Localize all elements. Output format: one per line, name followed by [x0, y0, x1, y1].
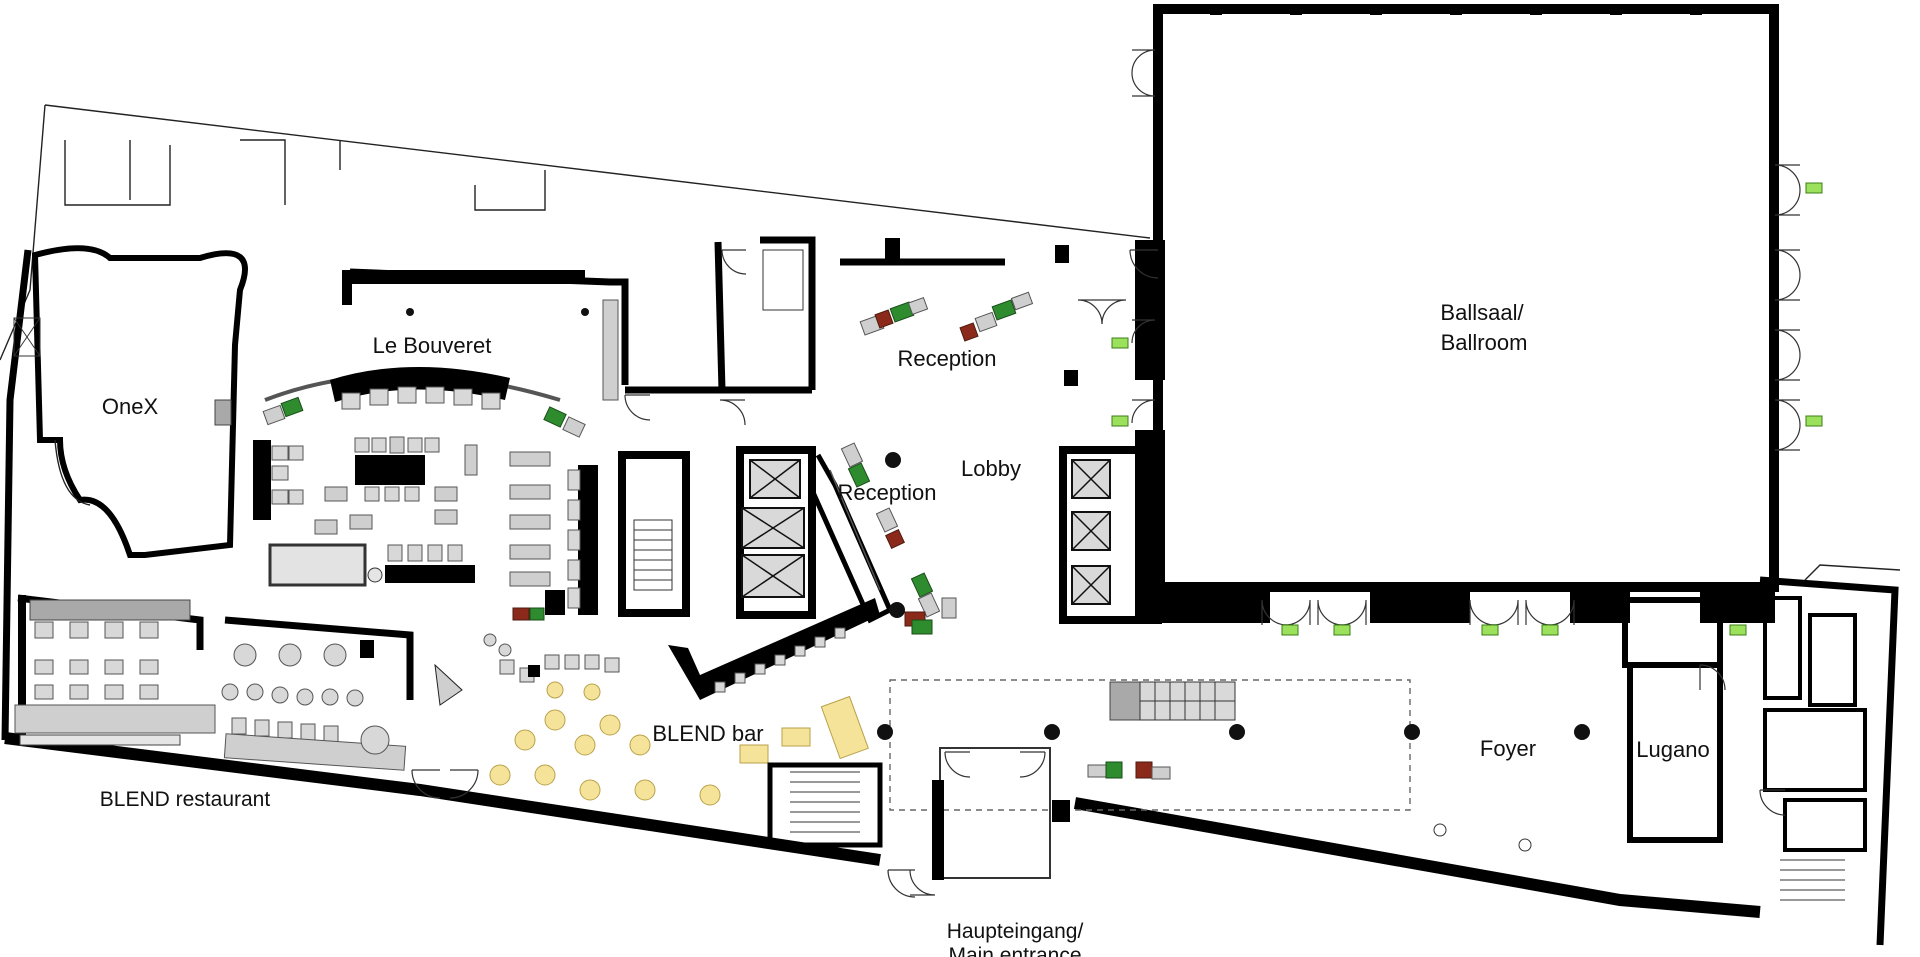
label-foyer: Foyer [1480, 736, 1536, 761]
label-entrance-line1: Haupteingang/ [947, 920, 1084, 943]
ballroom-doors [1131, 49, 1801, 626]
elevator-core-right [1059, 446, 1162, 624]
label-reception-mid: Reception [837, 480, 936, 505]
reception-furniture [809, 291, 1078, 635]
ballroom-walls [1135, 4, 1779, 623]
label-reception-top: Reception [897, 346, 996, 371]
lugano-room [1622, 596, 1867, 901]
label-blend-bar: BLEND bar [652, 721, 763, 746]
central-stair [618, 451, 690, 617]
internal-walls [64, 139, 1069, 426]
exit-signs [1111, 182, 1823, 636]
label-ballroom-line1: Ballsaal/ [1440, 300, 1524, 325]
label-lugano: Lugano [1636, 737, 1709, 762]
le-bouveret-furniture [253, 299, 619, 621]
blend-restaurant-furniture [14, 594, 479, 799]
label-entrance-line2: Main entrance [948, 944, 1081, 957]
building-outline [0, 104, 1901, 946]
label-blend-restaurant: BLEND restaurant [100, 788, 271, 811]
label-lobby: Lobby [961, 456, 1021, 481]
lobby-doors [1077, 249, 1159, 325]
foyer [767, 679, 1590, 898]
label-ballroom-line2: Ballroom [1441, 330, 1528, 355]
blend-bar-tables [483, 633, 869, 806]
blend-bar-counter [668, 598, 880, 700]
room-labels: OneX Le Bouveret Reception Reception Lob… [100, 300, 1710, 957]
label-le-bouveret: Le Bouveret [373, 333, 492, 358]
label-onex: OneX [102, 394, 159, 419]
onex-room [13, 245, 248, 558]
elevator-core-center [736, 446, 816, 619]
